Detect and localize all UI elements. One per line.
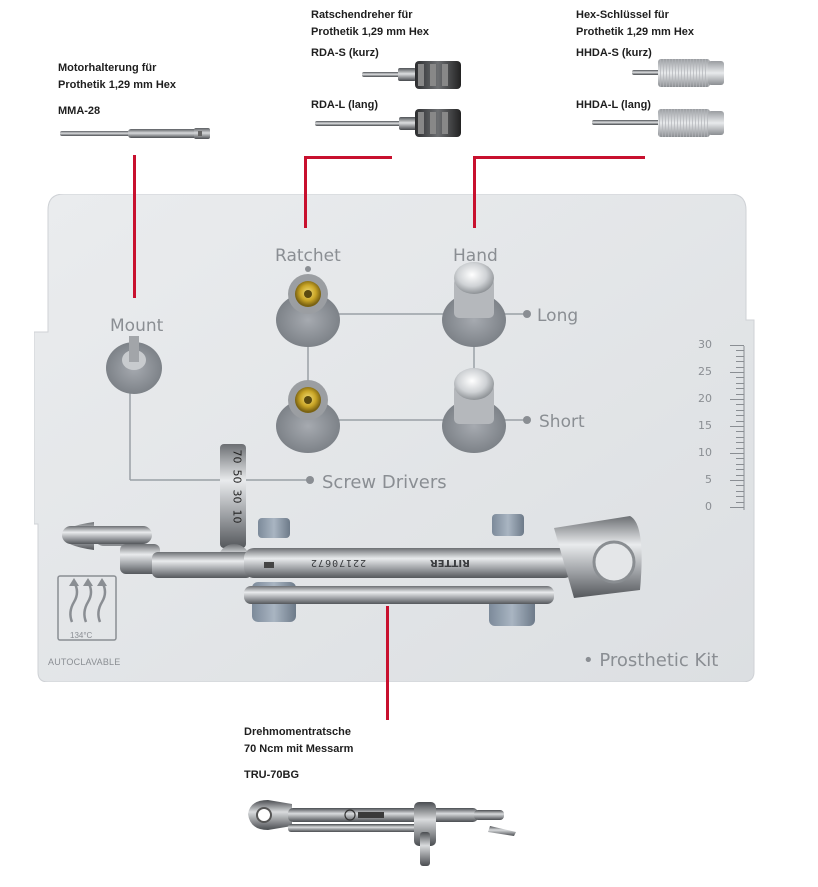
autoclavable-label: AUTOCLAVABLE: [48, 657, 121, 667]
tray-label-long: Long: [537, 306, 579, 326]
ruler-tick: [730, 399, 744, 400]
ruler-tick: [736, 355, 744, 357]
ruler-tick: [730, 507, 744, 508]
ratchet-driver-long-image: [315, 109, 461, 137]
ruler-tick: [736, 382, 744, 384]
torque-ratchet-code: TRU-70BG: [244, 769, 300, 781]
ruler-tick-label: 5: [705, 473, 712, 486]
tray-label-mount: Mount: [110, 316, 164, 336]
ruler-tick: [736, 442, 744, 444]
ruler-tick: [736, 350, 744, 352]
ruler-tick: [736, 361, 744, 363]
motor-mount-title-line2: Prothetik 1,29 mm Hex: [58, 79, 176, 91]
autoclave-temperature: 134°C: [70, 631, 93, 640]
prosthetic-kit-tray: [34, 194, 755, 682]
hex-key-caption: Hex-Schlüssel für Prothetik 1,29 mm Hex: [576, 7, 694, 41]
ruler-tick: [736, 393, 744, 395]
ruler-tick: [736, 431, 744, 433]
hex-key-long-image: [592, 109, 724, 137]
ruler-tick: [730, 426, 744, 427]
connector-hand-vertical: [473, 156, 476, 228]
torque-ratchet-caption: Drehmomentratsche 70 Ncm mit Messarm TRU…: [244, 724, 353, 784]
ruler-tick: [736, 404, 744, 406]
tray-kit-name: • Prosthetic Kit: [583, 650, 719, 671]
tray-label-hand: Hand: [453, 246, 498, 266]
motor-mount-code: MMA-28: [58, 105, 101, 117]
ruler-tick: [730, 453, 744, 454]
wrench-brand-engraving: RITTER: [430, 557, 470, 568]
ruler-tick: [736, 463, 744, 465]
ruler-tick-label: 15: [698, 419, 712, 432]
ratchet-driver-long-code: RDA-L (lang): [311, 99, 379, 111]
torque-gauge-tick-label: 10: [230, 509, 244, 524]
ruler-tick-label: 25: [698, 365, 712, 378]
connector-ratchet-horizontal: [304, 156, 392, 159]
ruler-tick: [736, 436, 744, 438]
wrench-serial-engraving: 22170672: [310, 557, 367, 568]
hex-key-title-line2: Prothetik 1,29 mm Hex: [576, 26, 694, 38]
ruler-tick: [730, 345, 744, 346]
connector-torque-ratchet: [386, 606, 389, 720]
hex-key-title-line1: Hex-Schlüssel für: [576, 9, 669, 21]
ruler-tick: [736, 474, 744, 476]
ruler-tick: [736, 458, 744, 460]
tray-label-short: Short: [539, 412, 585, 432]
ruler-tick-label: 0: [705, 500, 712, 513]
motor-mount-title-line1: Motorhalterung für: [58, 62, 157, 74]
ratchet-driver-short-image: [362, 61, 461, 89]
ruler-tick: [736, 501, 744, 503]
ruler-tick-label: 30: [698, 338, 712, 351]
torque-gauge-tick-label: 50: [230, 469, 244, 484]
ruler-tick: [736, 469, 744, 471]
ruler-tick: [730, 372, 744, 373]
motor-mount-caption: Motorhalterung für Prothetik 1,29 mm Hex…: [58, 60, 176, 120]
ruler-tick: [736, 388, 744, 390]
ruler-scale: [720, 345, 748, 515]
torque-ratchet-title-line2: 70 Ncm mit Messarm: [244, 743, 354, 755]
torque-gauge-scale: 70 50 30 10: [228, 450, 250, 532]
hex-key-short-image: [632, 59, 724, 87]
ruler-tick: [736, 415, 744, 417]
motor-mount-tool-image: [60, 128, 210, 139]
ratchet-driver-title-line1: Ratschendreher für: [311, 9, 413, 21]
torque-ratchet-title-line1: Drehmomentratsche: [244, 726, 351, 738]
ruler-tick: [736, 485, 744, 487]
ratchet-driver-short-code: RDA-S (kurz): [311, 47, 379, 59]
ruler-tick: [736, 409, 744, 411]
ruler-tick: [736, 377, 744, 379]
ruler-tick: [730, 480, 744, 481]
torque-gauge-tick-label: 30: [230, 489, 244, 504]
ruler-tick: [736, 447, 744, 449]
ruler-tick: [736, 496, 744, 498]
ruler-labels: 30 25 20 15 10 5 0: [690, 338, 720, 518]
ruler-tick: [736, 490, 744, 492]
connector-motor-mount: [133, 155, 136, 298]
torque-ratchet-image: [248, 800, 516, 866]
ruler-tick: [736, 366, 744, 368]
ruler-tick: [736, 420, 744, 422]
hex-key-long-code: HHDA-L (lang): [576, 99, 651, 111]
ruler-tick-label: 10: [698, 446, 712, 459]
hex-key-short-code: HHDA-S (kurz): [576, 47, 652, 59]
torque-gauge-tick-label: 70: [230, 449, 244, 464]
tray-label-screw-drivers: Screw Drivers: [322, 472, 447, 493]
ratchet-driver-title-line2: Prothetik 1,29 mm Hex: [311, 26, 429, 38]
connector-ratchet-vertical: [304, 156, 307, 228]
ruler-tick-label: 20: [698, 392, 712, 405]
kit-name-text: Prosthetic Kit: [599, 650, 719, 671]
connector-hand-horizontal: [473, 156, 645, 159]
tray-label-ratchet: Ratchet: [275, 246, 341, 266]
ratchet-driver-caption: Ratschendreher für Prothetik 1,29 mm Hex: [311, 7, 429, 41]
